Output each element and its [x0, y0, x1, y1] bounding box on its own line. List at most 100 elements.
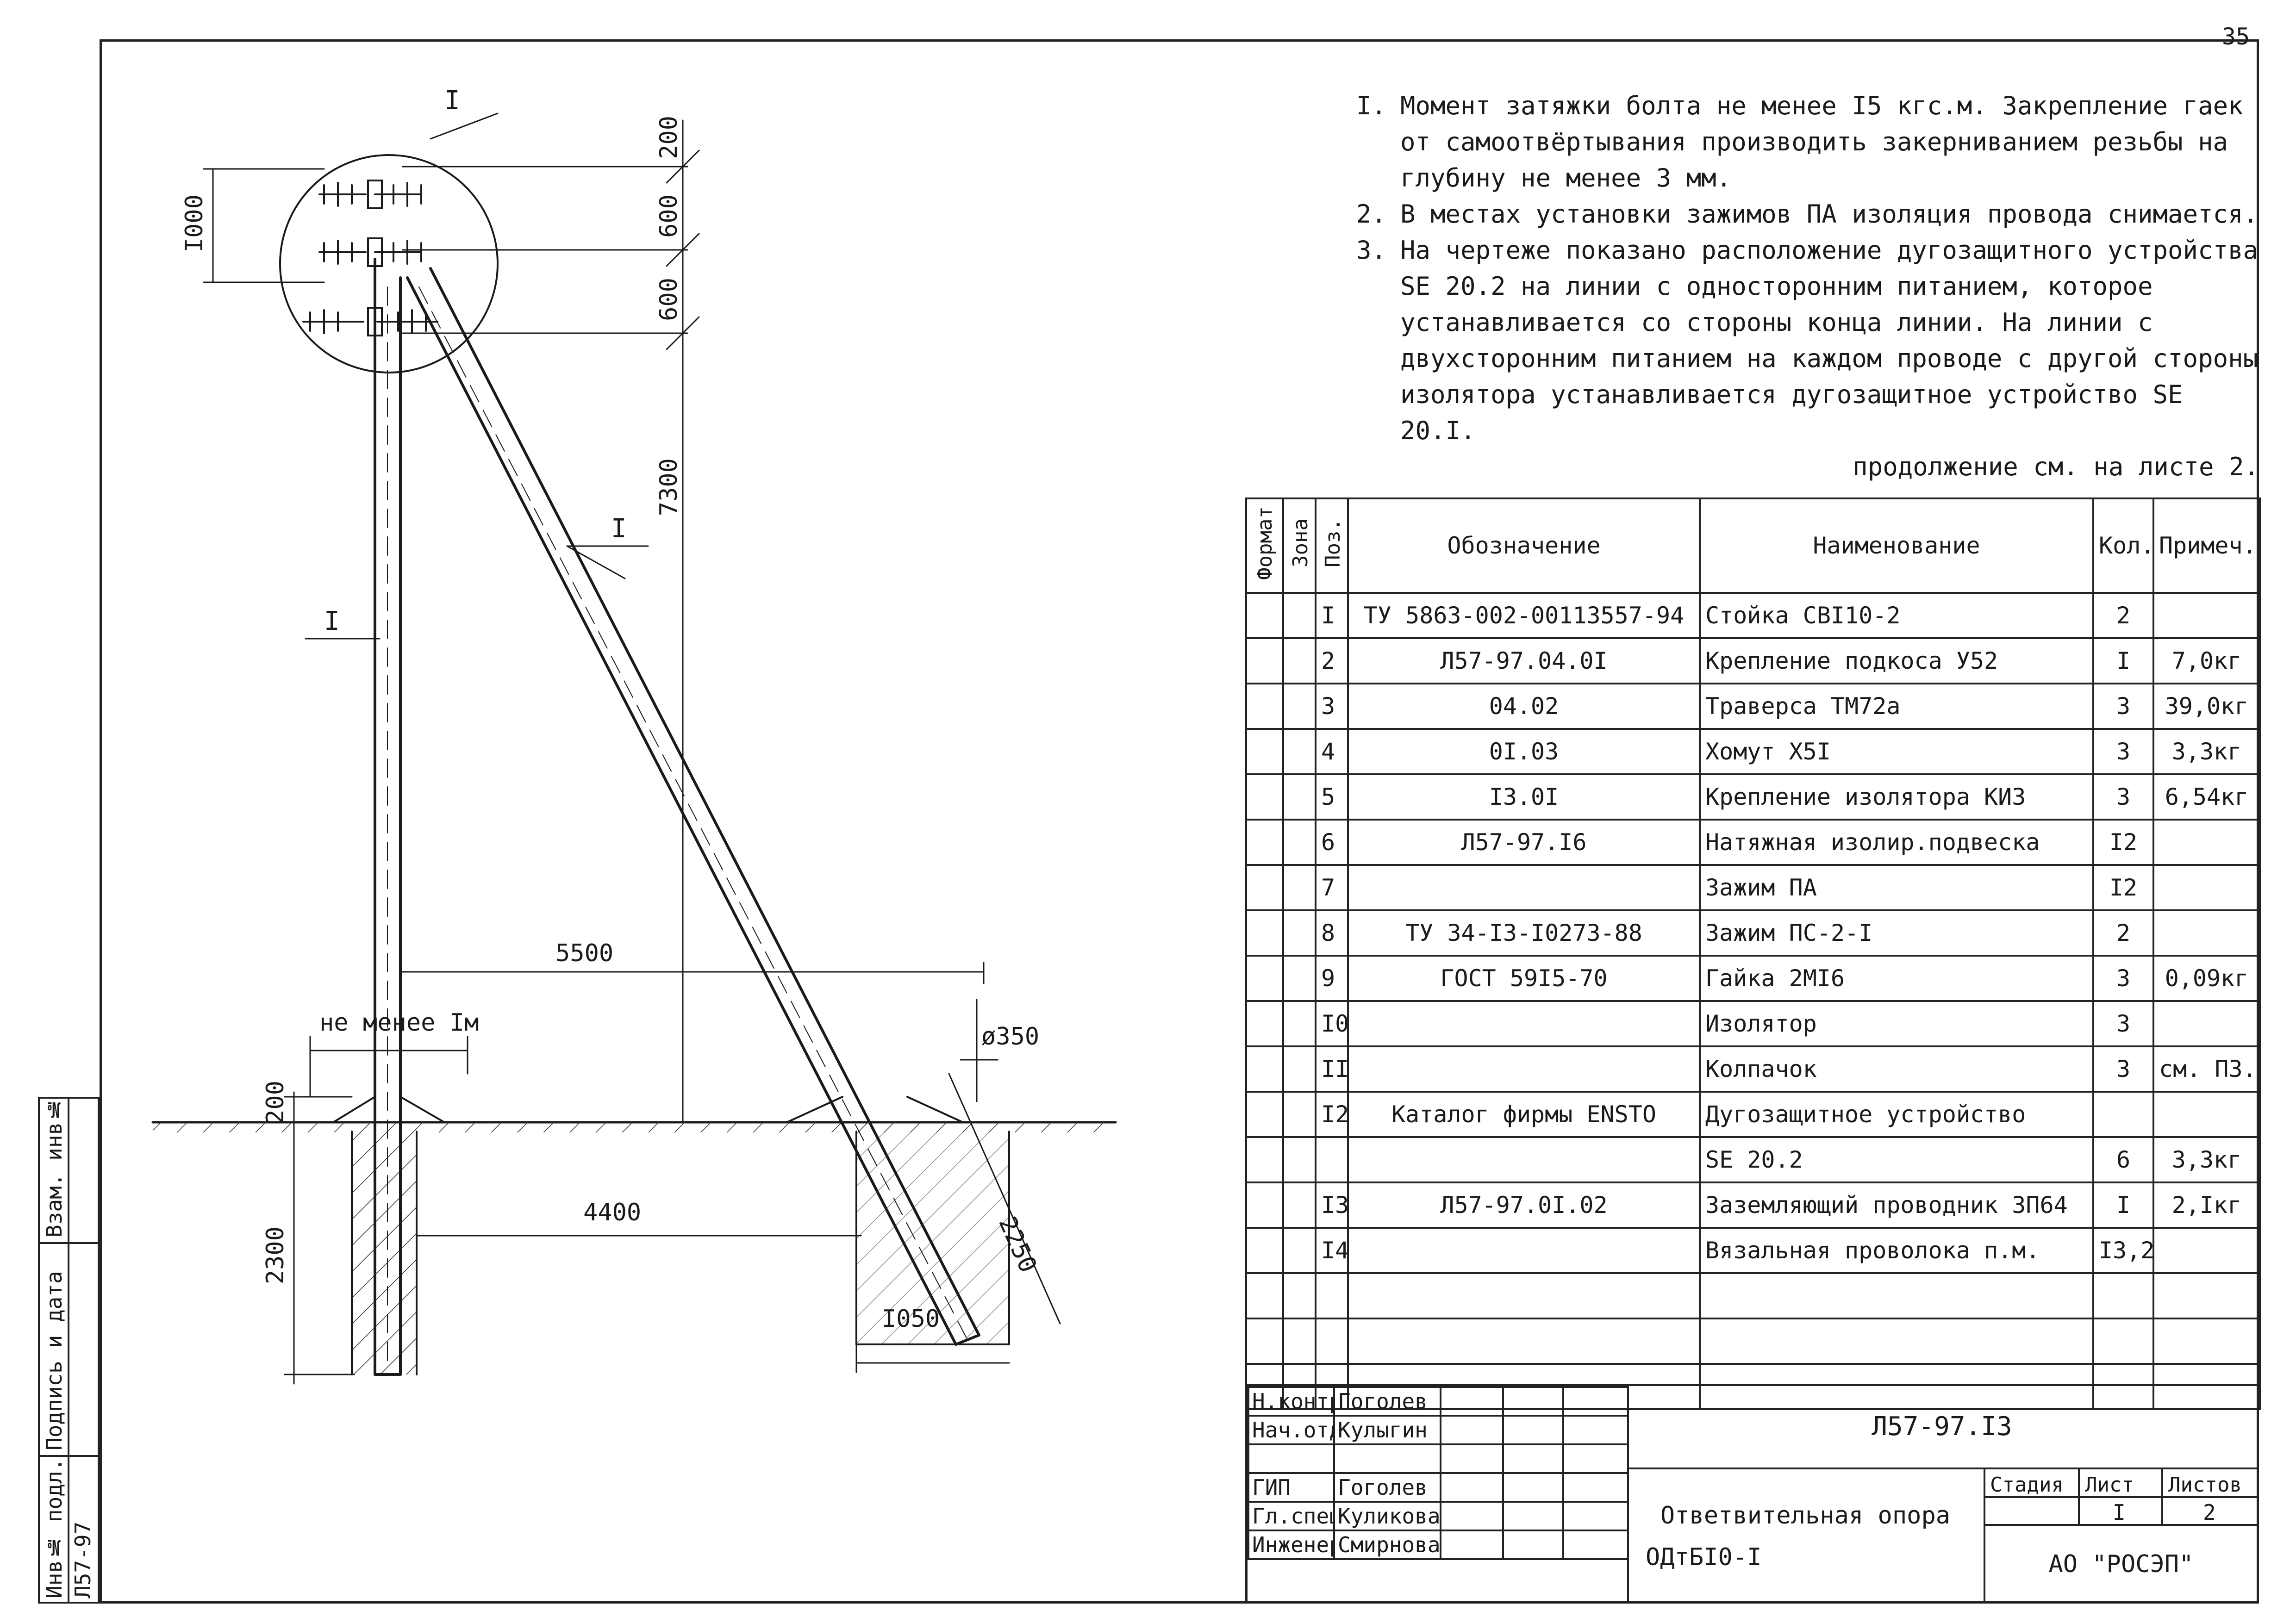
- cell-empty: [1282, 592, 1316, 639]
- signature-cell: [1440, 1501, 1504, 1531]
- cell-pos: 2: [1315, 637, 1349, 684]
- cell-empty: [1245, 592, 1284, 639]
- cell-designation: [1347, 1227, 1701, 1274]
- cell-note: [2152, 1272, 2261, 1319]
- cell-name: Крепление подкоса У52: [1699, 637, 2094, 684]
- cell-designation: [1347, 1045, 1701, 1093]
- dim-min-1m: не менее Iм: [319, 1009, 479, 1037]
- cell-designation: 04.02: [1347, 683, 1701, 730]
- cell-note: 6,54кг: [2152, 773, 2261, 821]
- signature-name: Смирнова: [1333, 1530, 1441, 1560]
- cell-empty: [1282, 1045, 1316, 1093]
- callout-pole: I: [324, 606, 340, 636]
- specification-table: Формат Зона Поз. Обозначение Наименовани…: [1245, 497, 2261, 1410]
- spec-header-row: Формат Зона Поз. Обозначение Наименовани…: [1245, 497, 2261, 594]
- cell-name: Зажим ПА: [1699, 864, 2094, 911]
- signature-cell: [1502, 1443, 1564, 1474]
- cell-qty: 3: [2092, 1045, 2154, 1093]
- col-pos: Поз.: [1315, 497, 1349, 594]
- dim-350: ø350: [981, 1023, 1040, 1051]
- cell-qty: I2: [2092, 819, 2154, 866]
- cell-empty: [1282, 1181, 1316, 1229]
- cell-pos: 7: [1315, 864, 1349, 911]
- cell-designation: [1347, 1136, 1701, 1183]
- col-format: Формат: [1245, 497, 1284, 594]
- cell-designation: [1347, 1318, 1701, 1365]
- detail-circle: [279, 154, 499, 373]
- pole-drawing: [151, 112, 1117, 1385]
- dim-600-a: 600: [655, 194, 683, 238]
- signature-role: Инженер: [1248, 1530, 1335, 1560]
- cell-qty: 3: [2092, 683, 2154, 730]
- cell-name: Крепление изолятора КИЗ: [1699, 773, 2094, 821]
- signature-name: [1333, 1443, 1441, 1474]
- cell-designation: Л57-97.I6: [1347, 819, 1701, 866]
- cell-empty: [1282, 773, 1316, 821]
- sheet-value: I: [2113, 1500, 2126, 1525]
- cell-empty: [1245, 637, 1284, 684]
- cell-name: [1699, 1318, 2094, 1365]
- cell-name: Вязальная проволока п.м.: [1699, 1227, 2094, 1274]
- cell-qty: [2092, 1318, 2154, 1365]
- cell-note: 3,3кг: [2152, 728, 2261, 775]
- cell-note: [2152, 592, 2261, 639]
- signature-cell: [1502, 1415, 1564, 1445]
- cell-qty: 2: [2092, 592, 2154, 639]
- dim-600-b: 600: [655, 278, 683, 321]
- cell-empty: [1245, 773, 1284, 821]
- signature-role: Гл.спец: [1248, 1501, 1335, 1531]
- pole-pit: [352, 1132, 417, 1374]
- cell-note: 0,09кг: [2152, 955, 2261, 1002]
- cell-pos: [1315, 1136, 1349, 1183]
- cell-pos: I4: [1315, 1227, 1349, 1274]
- cell-pos: 8: [1315, 909, 1349, 957]
- callout-detail: I: [444, 86, 460, 116]
- cell-name: Натяжная изолир.подвеска: [1699, 819, 2094, 866]
- cell-note: 3,3кг: [2152, 1136, 2261, 1183]
- cell-designation: ГОСТ 59I5-70: [1347, 955, 1701, 1002]
- signature-cell: [1440, 1443, 1504, 1474]
- cell-empty: [1282, 1272, 1316, 1319]
- col-name: Наименование: [1699, 497, 2094, 594]
- sheet-number: 35: [2222, 23, 2250, 50]
- cell-note: [2152, 1091, 2261, 1138]
- cell-empty: [1282, 1227, 1316, 1274]
- cell-empty: [1245, 1091, 1284, 1138]
- cell-pos: II: [1315, 1045, 1349, 1093]
- cell-empty: [1245, 909, 1284, 957]
- cell-empty: [1245, 683, 1284, 730]
- cell-name: Хомут Х5I: [1699, 728, 2094, 775]
- table-row: [1245, 1318, 2261, 1365]
- organization: АО "РОСЭП": [2048, 1550, 2194, 1578]
- cell-note: [2152, 1227, 2261, 1274]
- general-notes: I. Момент затяжки болта не менее I5 кгс.…: [1356, 88, 2273, 485]
- signature-cell: [1562, 1415, 1629, 1445]
- cell-name: Колпачок: [1699, 1045, 2094, 1093]
- signature-row: [1248, 1443, 1629, 1474]
- notes-continuation: продолжение см. на листе 2.: [1853, 452, 2259, 481]
- col-note: Примеч.: [2152, 497, 2261, 594]
- cell-name: Траверса ТМ72а: [1699, 683, 2094, 730]
- cell-pos: [1315, 1272, 1349, 1319]
- cell-pos: I: [1315, 592, 1349, 639]
- signature-cell: [1562, 1386, 1629, 1417]
- cell-pos: I0: [1315, 1000, 1349, 1047]
- title-line-2: ОДтБI0-I: [1646, 1543, 1762, 1571]
- signature-cell: [1562, 1501, 1629, 1531]
- cell-designation: Каталог фирмы ENSTO: [1347, 1091, 1701, 1138]
- cell-name: Дугозащитное устройство: [1699, 1091, 2094, 1138]
- signature-role: [1248, 1443, 1335, 1474]
- signature-cell: [1502, 1530, 1564, 1560]
- cell-note: [2152, 909, 2261, 957]
- cell-pos: 4: [1315, 728, 1349, 775]
